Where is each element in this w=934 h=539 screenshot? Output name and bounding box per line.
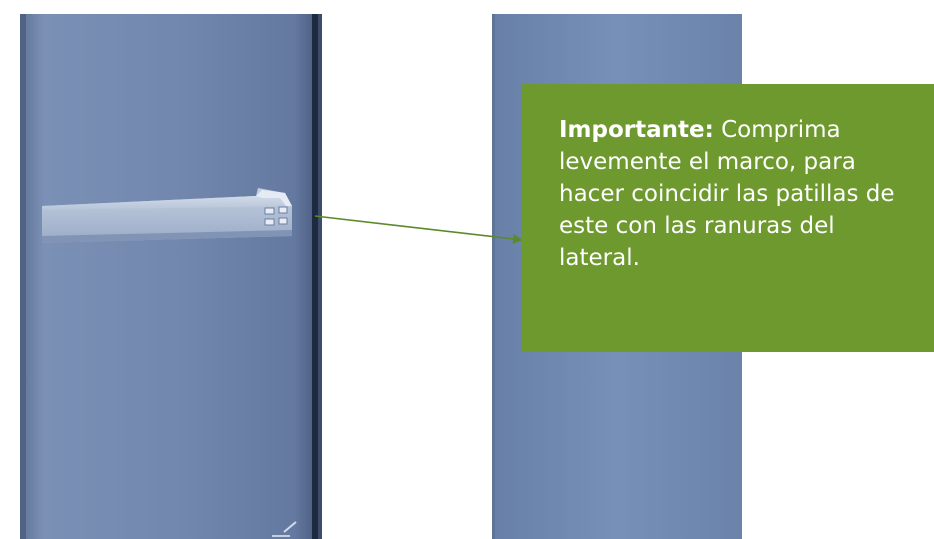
left-side-panel [20,14,322,539]
instruction-text: Comprima levemente el marco, para hacer … [559,117,895,271]
lower-slot-detail [272,521,297,537]
pointer-arrow [314,215,523,244]
frame-bracket [42,188,292,243]
important-label: Importante: [559,117,714,143]
instruction-callout: Importante: Comprima levemente el marco,… [521,84,934,352]
